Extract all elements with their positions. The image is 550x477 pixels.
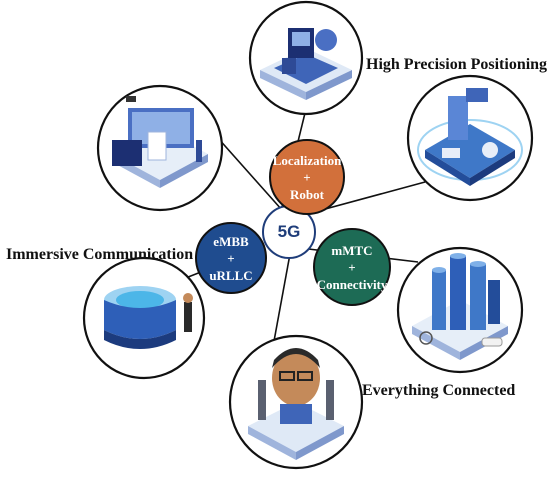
robot-illustration [248,0,364,116]
node-mmtc-line2: + [348,259,356,275]
node-mmtc-line3: Connectivity [316,276,388,292]
center-label: 5G [277,222,301,241]
avatar-illustration [228,334,364,470]
positioning-illustration [406,74,534,202]
immersive-illustration [82,256,206,380]
node-mmtc: mMTC + Connectivity [313,228,391,306]
node-mmtc-line1: mMTC [331,242,373,258]
node-embb: eMBB + uRLLC [195,222,267,294]
node-embb-line2: + [227,250,235,266]
media-illustration [96,84,224,212]
city-illustration [396,246,524,374]
node-localization-line2: + [303,169,311,185]
line-center-avatar [271,253,291,353]
node-embb-line1: eMBB [213,233,249,249]
node-localization-line1: Localization [272,152,342,168]
label-everything-connected: Everything Connected [362,382,516,399]
label-immersive-communication: Immersive Communication [6,246,194,263]
node-localization-line3: Robot [290,186,324,202]
node-localization: Localization + Robot [269,139,345,215]
label-high-precision-positioning: High Precision Positioning [366,56,548,73]
node-embb-line3: uRLLC [209,267,253,283]
